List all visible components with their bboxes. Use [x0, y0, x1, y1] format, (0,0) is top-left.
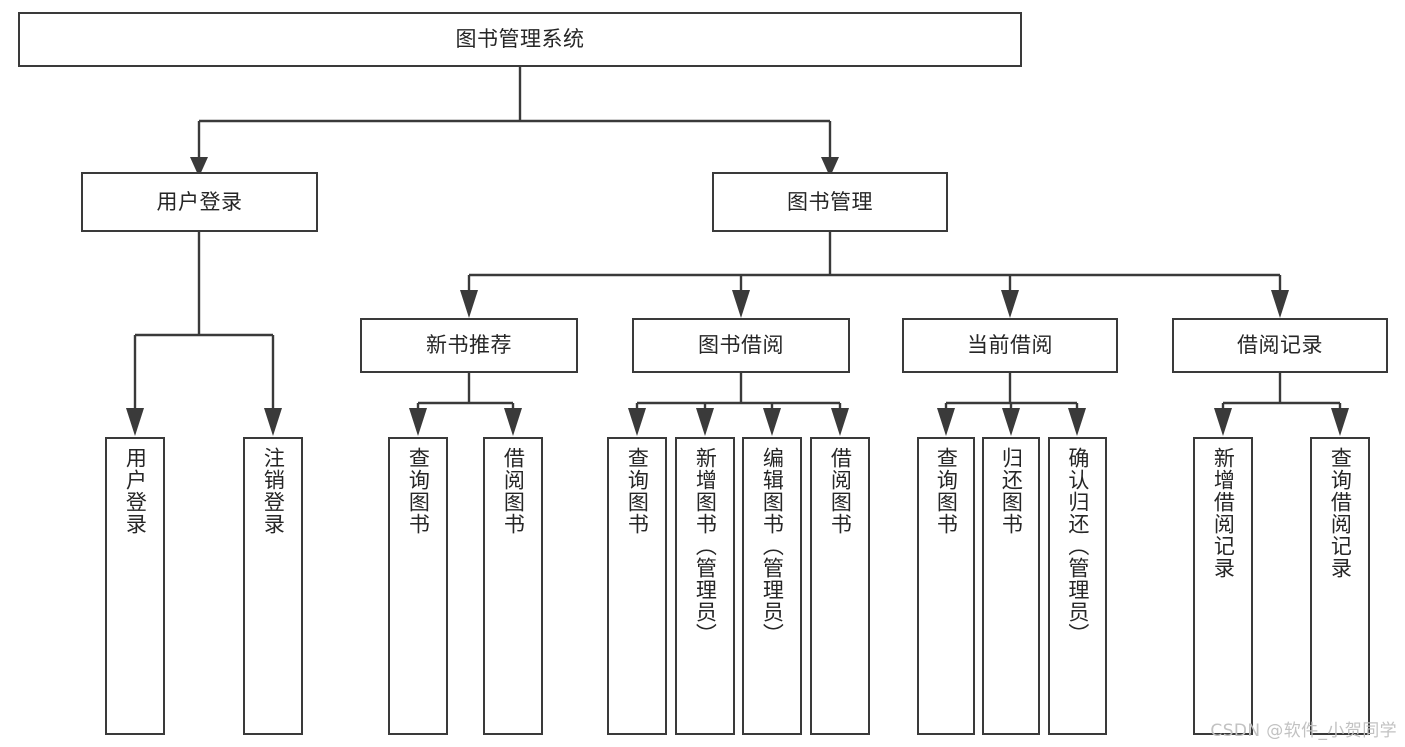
arrowhead-icon	[696, 408, 714, 436]
node-leaf-user-logout-label: 注销登录	[261, 447, 286, 535]
node-leaf-query-book-b-label: 查询图书	[625, 447, 650, 535]
node-user-login[interactable]: 用户登录	[81, 172, 318, 232]
node-leaf-edit-book[interactable]: 编辑图书（管理员）	[742, 437, 802, 735]
node-user-login-label: 用户登录	[156, 189, 243, 214]
node-current-borrow-label: 当前借阅	[967, 333, 1053, 358]
arrowhead-icon	[126, 408, 144, 436]
node-leaf-borrow-book-rec-label: 借阅图书	[501, 447, 526, 535]
node-leaf-add-record[interactable]: 新增借阅记录	[1193, 437, 1253, 735]
arrowhead-icon	[1271, 290, 1289, 318]
node-book-borrow-label: 图书借阅	[698, 333, 784, 358]
arrowhead-icon	[504, 408, 522, 436]
arrowhead-group	[126, 157, 1349, 436]
arrowhead-icon	[937, 408, 955, 436]
node-current-borrow[interactable]: 当前借阅	[902, 318, 1118, 373]
node-leaf-query-book-rec[interactable]: 查询图书	[388, 437, 448, 735]
node-new-book-rec-label: 新书推荐	[426, 333, 512, 358]
node-book-manage[interactable]: 图书管理	[712, 172, 948, 232]
node-leaf-user-login-label: 用户登录	[123, 447, 148, 535]
node-root[interactable]: 图书管理系统	[18, 12, 1022, 67]
node-leaf-borrow-book-b-label: 借阅图书	[828, 447, 853, 535]
arrowhead-icon	[831, 408, 849, 436]
node-book-borrow[interactable]: 图书借阅	[632, 318, 850, 373]
node-leaf-add-book-label: 新增图书（管理员）	[693, 447, 718, 645]
node-leaf-return-book-label: 归还图书	[999, 447, 1024, 535]
node-leaf-query-book-b[interactable]: 查询图书	[607, 437, 667, 735]
arrowhead-icon	[1331, 408, 1349, 436]
node-new-book-rec[interactable]: 新书推荐	[360, 318, 578, 373]
node-root-label: 图书管理系统	[455, 27, 585, 52]
arrowhead-icon	[821, 157, 839, 177]
arrowhead-icon	[628, 408, 646, 436]
node-leaf-confirm-return[interactable]: 确认归还（管理员）	[1048, 437, 1107, 735]
arrowhead-icon	[1002, 408, 1020, 436]
node-leaf-return-book[interactable]: 归还图书	[982, 437, 1040, 735]
arrowhead-icon	[732, 290, 750, 318]
node-leaf-add-book[interactable]: 新增图书（管理员）	[675, 437, 735, 735]
node-leaf-confirm-return-label: 确认归还（管理员）	[1065, 447, 1090, 645]
node-leaf-user-login[interactable]: 用户登录	[105, 437, 165, 735]
node-book-manage-label: 图书管理	[787, 189, 873, 214]
node-leaf-borrow-book-b[interactable]: 借阅图书	[810, 437, 870, 735]
node-leaf-query-book-rec-label: 查询图书	[406, 447, 431, 535]
node-leaf-add-record-label: 新增借阅记录	[1211, 447, 1236, 579]
node-borrow-record-label: 借阅记录	[1237, 333, 1323, 358]
arrowhead-icon	[1001, 290, 1019, 318]
node-leaf-user-logout[interactable]: 注销登录	[243, 437, 303, 735]
arrowhead-icon	[1068, 408, 1086, 436]
node-leaf-edit-book-label: 编辑图书（管理员）	[760, 447, 785, 645]
arrowhead-icon	[264, 408, 282, 436]
node-borrow-record[interactable]: 借阅记录	[1172, 318, 1388, 373]
arrowhead-icon	[763, 408, 781, 436]
arrowhead-icon	[460, 290, 478, 318]
node-leaf-query-record-label: 查询借阅记录	[1328, 447, 1353, 579]
node-leaf-borrow-book-rec[interactable]: 借阅图书	[483, 437, 543, 735]
node-leaf-query-book-c-label: 查询图书	[934, 447, 959, 535]
node-leaf-query-book-c[interactable]: 查询图书	[917, 437, 975, 735]
arrowhead-icon	[190, 157, 208, 177]
node-leaf-query-record[interactable]: 查询借阅记录	[1310, 437, 1370, 735]
arrowhead-icon	[409, 408, 427, 436]
arrowhead-icon	[1214, 408, 1232, 436]
